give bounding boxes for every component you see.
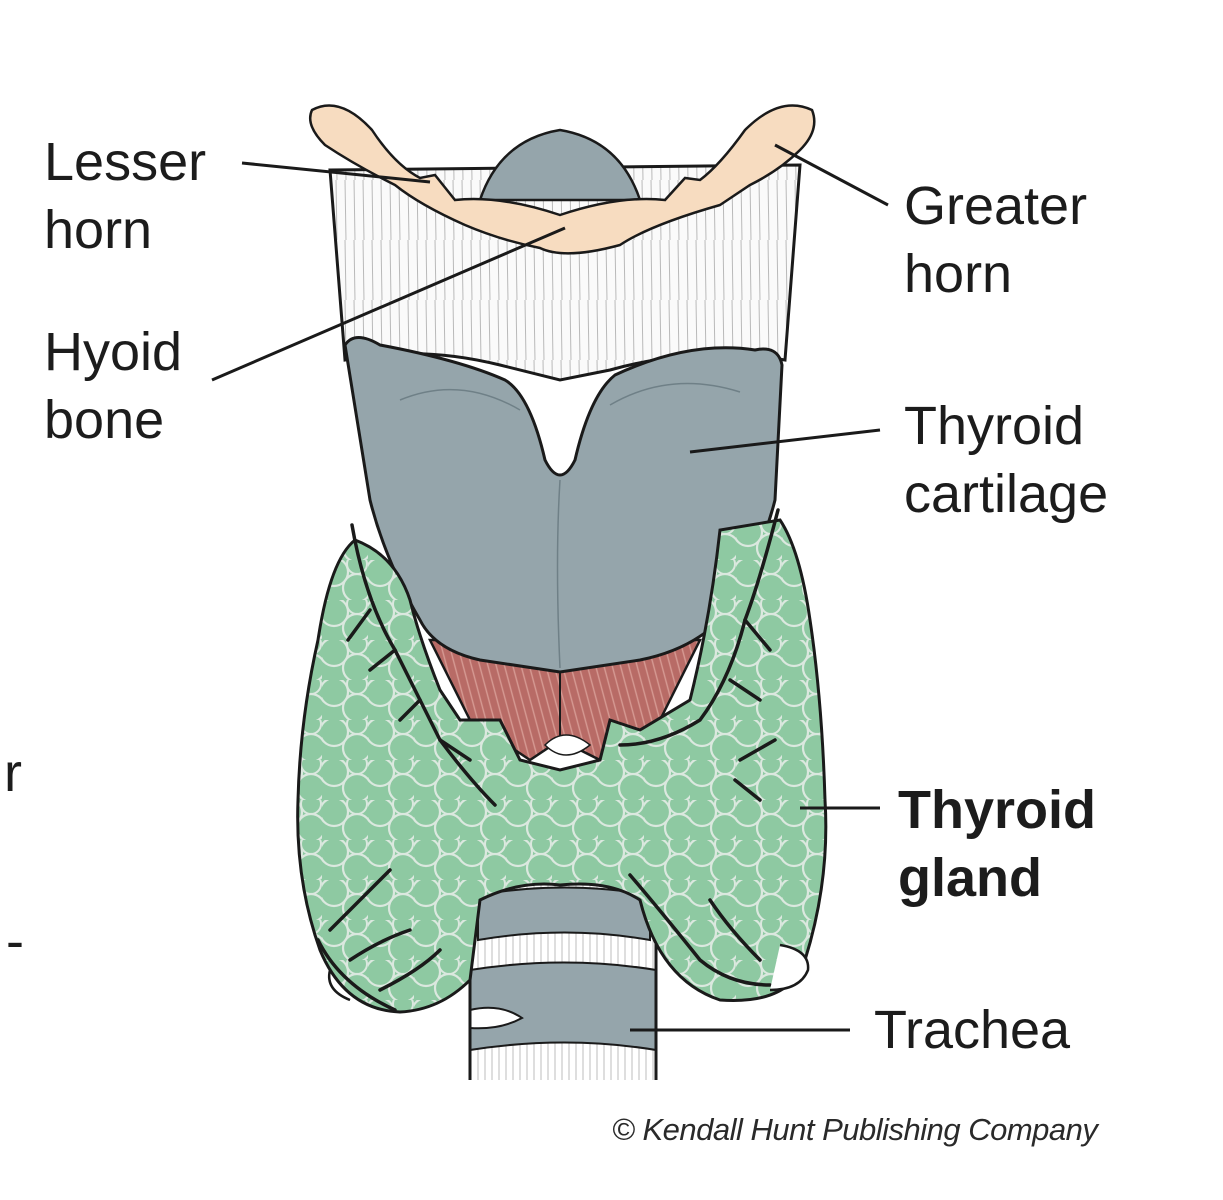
- leader-hyoid-bone: [211, 226, 566, 382]
- label-trachea-text: Trachea: [874, 1000, 1071, 1060]
- label-hyoid-bone-line1: Hyoid: [44, 322, 183, 382]
- label-lesser-horn: Lesser horn: [44, 128, 206, 264]
- label-hyoid-bone-line2: bone: [44, 390, 165, 450]
- label-trachea: Trachea: [874, 996, 1070, 1064]
- thyroid-gland-shape: [296, 508, 828, 1014]
- epiglottis: [478, 128, 642, 202]
- copyright-credit: © Kendall Hunt Publishing Company: [612, 1112, 1098, 1147]
- edge-fragment-r: r: [4, 743, 22, 803]
- leader-thyroid-cartilage: [689, 428, 881, 454]
- leader-lines: [211, 143, 889, 1032]
- label-thyroid-gland-line1: Thyroid: [898, 780, 1096, 840]
- thyroid-cartilage-shape: [343, 336, 784, 674]
- label-thyroid-gland: Thyroid gland: [898, 776, 1096, 912]
- leader-greater-horn: [774, 143, 889, 207]
- leader-lesser-horn: [241, 161, 431, 184]
- label-lesser-horn-line2: horn: [44, 200, 153, 260]
- label-thyroid-gland-line2: gland: [898, 848, 1042, 908]
- label-thyroid-cartilage: Thyroid cartilage: [904, 392, 1108, 528]
- label-greater-horn-line2: horn: [904, 244, 1013, 304]
- label-lesser-horn-line1: Lesser: [44, 132, 207, 192]
- label-greater-horn: Greater horn: [904, 172, 1087, 308]
- label-greater-horn-line1: Greater: [904, 176, 1088, 236]
- label-hyoid-bone: Hyoid bone: [44, 318, 182, 454]
- label-thyroid-cartilage-line1: Thyroid: [904, 396, 1085, 456]
- label-thyroid-cartilage-line2: cartilage: [904, 464, 1109, 524]
- trachea-shape: [468, 880, 658, 1080]
- edge-fragment-dash: -: [6, 911, 24, 971]
